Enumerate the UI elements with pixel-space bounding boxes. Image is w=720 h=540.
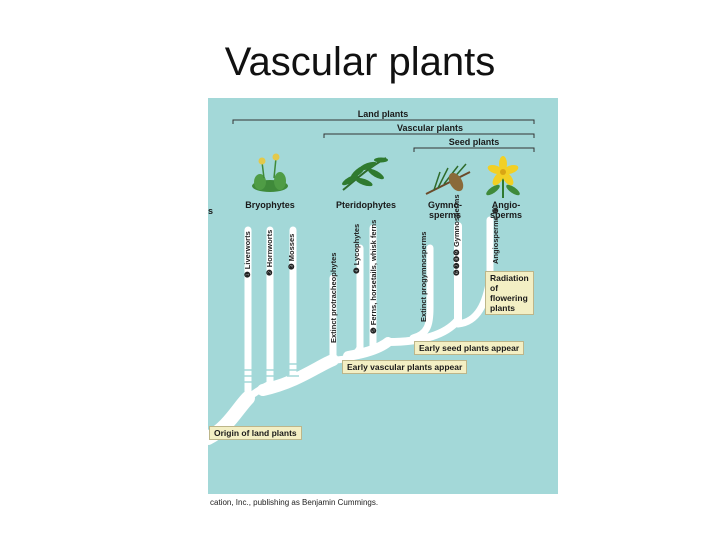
gymnosperms-label-line2: sperms [428, 210, 462, 220]
radiation-line2: of [490, 283, 499, 293]
tree-branches [208, 119, 535, 445]
radiation-line4: plants [490, 303, 516, 313]
gymnosperms-lineage-label: ❻❼❽❾ Gymnosperms [452, 194, 461, 277]
phylogeny-diagram: Land plants Vascular plants Seed plants … [208, 98, 558, 494]
land-plants-label: Land plants [357, 109, 409, 119]
seed-plants-label: Seed plants [448, 137, 500, 147]
mosses-label: ❸ Mosses [287, 233, 296, 270]
ferns-label: ❺ Ferns, horsetails, whisk ferns [369, 219, 378, 334]
angiosperms-lineage-label: Angiosperms ❿ [491, 207, 500, 264]
flower-illustration [486, 156, 520, 198]
conifer-illustration [425, 163, 471, 195]
angiosperms-label-line1: Angio- [491, 200, 521, 210]
early-vascular-plants-box: Early vascular plants appear [342, 360, 468, 374]
liverworts-label: ❶ Liverworts [243, 231, 252, 278]
radiation-line3: flowering [490, 293, 528, 303]
bryophytes-label: Bryophytes [245, 200, 295, 210]
fern-illustration [342, 157, 388, 191]
slide-title: Vascular plants [224, 40, 496, 84]
origin-land-plants-box: Origin of land plants [209, 426, 302, 440]
cut-off-clade-label: s [208, 206, 214, 216]
bryophyte-illustration [252, 153, 288, 192]
extinct-progymnosperms-label: Extinct progymnosperms [419, 231, 428, 322]
radiation-line1: Radiation [490, 273, 529, 283]
hornworts-label: ❷ Hornworts [265, 229, 274, 276]
gymnosperms-label: Gymno- sperms [428, 200, 462, 220]
extinct-protracheophytes-label: Extinct protracheophytes [329, 252, 338, 343]
gymnosperms-label-line1: Gymno- [427, 200, 463, 210]
vascular-plants-label: Vascular plants [396, 123, 464, 133]
lycophytes-label: ❹ Lycophytes [352, 223, 361, 274]
angiosperms-label-line2: sperms [489, 210, 523, 220]
pteridophytes-label: Pteridophytes [335, 200, 397, 210]
early-seed-plants-box: Early seed plants appear [414, 341, 525, 355]
angiosperms-label: Angio- sperms [490, 200, 522, 220]
publisher-credit: cation, Inc., publishing as Benjamin Cum… [210, 498, 379, 507]
radiation-flowering-plants-box: Radiation of flowering plants [485, 271, 534, 315]
